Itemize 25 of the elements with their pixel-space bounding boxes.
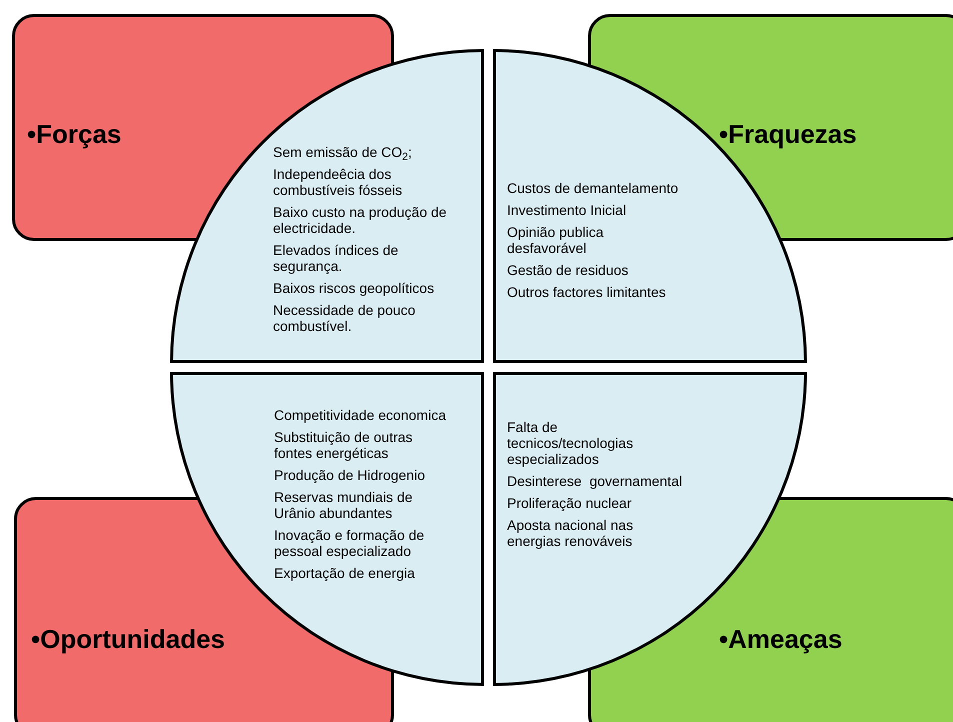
- list-item: Produção de Hidrogenio: [274, 467, 426, 483]
- list-item: Baixo custo na produção de electricidade.: [273, 204, 448, 236]
- list-item: Sem emissão de CO$_{2}$;: [273, 144, 413, 160]
- list-item: Gestão de residuos: [507, 262, 630, 278]
- list-item: Necessidade de pouco combustível.: [273, 302, 416, 334]
- category-heading: •Ameaças: [719, 624, 842, 654]
- list-item: Desinterese governamental: [507, 473, 684, 489]
- list-item: Baixos riscos geopolíticos: [273, 280, 436, 296]
- category-heading: •Oportunidades: [31, 624, 225, 654]
- category-heading: •Fraquezas: [719, 119, 857, 149]
- list-item: Investimento Inicial: [507, 202, 628, 218]
- list-item: Inovação e formação de pessoal especializado: [274, 527, 426, 559]
- list-item: Exportação de energia: [274, 565, 416, 581]
- list-item: Falta de tecnicos/tecnologias especializados: [507, 419, 634, 467]
- list-item: Custos de demantelamento: [507, 180, 680, 196]
- list-item: Independeêcia dos combustíveis fósseis: [273, 166, 404, 198]
- list-item: Aposta nacional nas energias renováveis: [507, 517, 634, 549]
- list-item: Competitividade economica: [274, 407, 447, 423]
- list-item: Elevados índices de segurança.: [273, 242, 400, 274]
- list-item: Opinião publica desfavorável: [507, 224, 605, 256]
- list-item: Outros factores limitantes: [507, 284, 667, 300]
- list-item: Reservas mundiais de Urânio abundantes: [274, 489, 414, 521]
- category-heading: •Forças: [27, 119, 122, 149]
- list-item: Proliferação nuclear: [507, 495, 633, 511]
- list-item: Substituição de outras fontes energéticas: [274, 429, 414, 461]
